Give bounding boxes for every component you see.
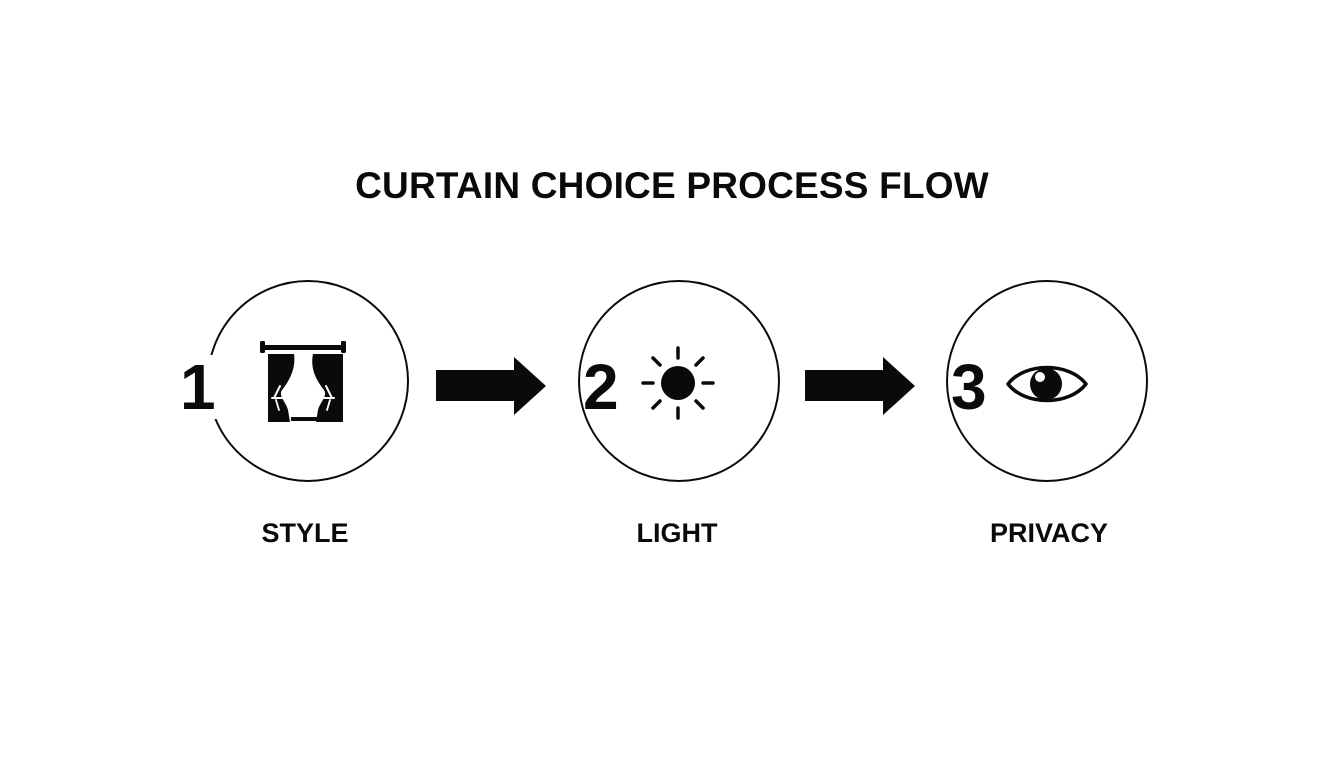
arrow-right-icon <box>436 357 546 415</box>
step-label: STYLE <box>261 518 349 548</box>
step-number: 3 <box>951 351 987 423</box>
curtain-icon <box>260 341 346 422</box>
step-number: 2 <box>583 351 619 423</box>
sun-icon <box>641 346 715 420</box>
step-circle <box>578 280 780 482</box>
eye-icon <box>1006 365 1088 403</box>
step-circle <box>946 280 1148 482</box>
step-label: LIGHT <box>636 518 718 548</box>
step-label: PRIVACY <box>989 518 1109 548</box>
step-number: 1 <box>178 351 218 423</box>
diagram-title: CURTAIN CHOICE PROCESS FLOW <box>355 165 989 206</box>
arrow-right-icon <box>805 357 915 415</box>
